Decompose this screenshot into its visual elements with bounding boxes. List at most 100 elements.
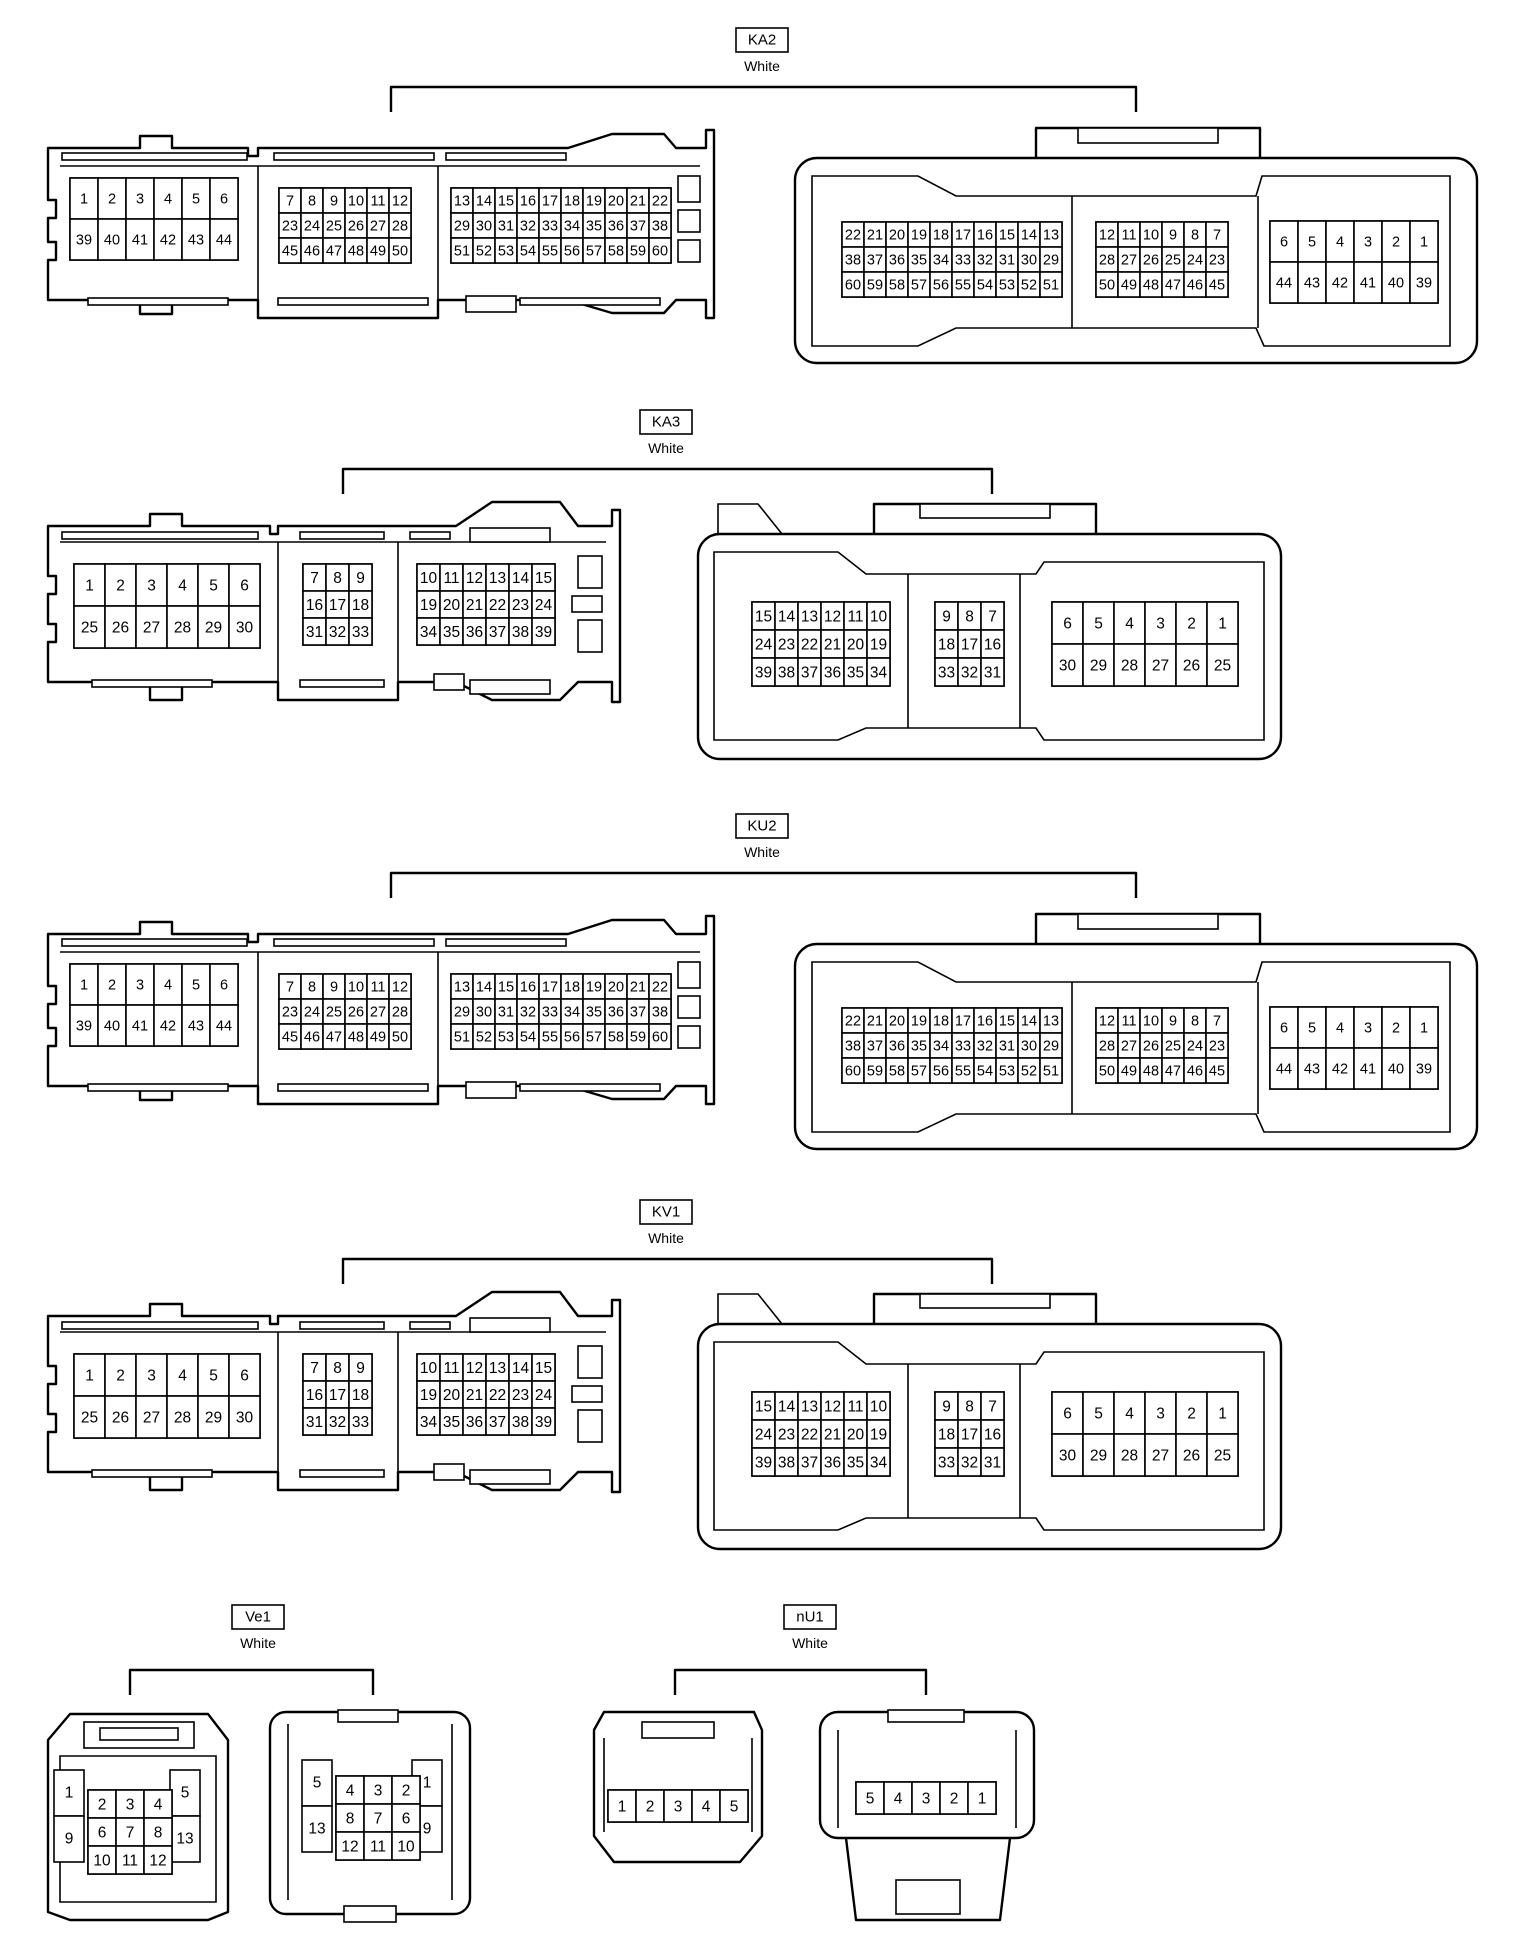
pin-label: 53 [999, 1064, 1015, 1080]
pin-label: 27 [1152, 658, 1169, 675]
housing-outline [793, 942, 1479, 1151]
pin-cell [153, 177, 183, 220]
pin-cell [1082, 643, 1115, 687]
pin-label: 8 [154, 1825, 163, 1842]
pin-label: 5 [181, 1785, 190, 1802]
latch-bar [469, 527, 551, 543]
housing-outline [592, 1710, 764, 1864]
pin-cell [115, 1817, 145, 1847]
pin-cell [939, 1781, 969, 1815]
pin-label: 2 [1187, 616, 1196, 633]
housing-corner [717, 1293, 783, 1325]
pin-label: 27 [370, 1005, 386, 1021]
pin-cell [228, 1395, 261, 1439]
side-slot [677, 175, 701, 203]
pin-label: 15 [498, 980, 514, 996]
pin-label: 6 [240, 578, 249, 595]
pin-label: 8 [965, 609, 974, 626]
connector-color: White [744, 844, 780, 860]
pin-label: 27 [1121, 1039, 1137, 1055]
pin-label: 16 [984, 1427, 1001, 1444]
latch-bar [299, 531, 385, 540]
pin-label: 3 [1364, 1021, 1372, 1037]
pin-label: 23 [282, 219, 298, 235]
pin-label: 5 [866, 1791, 875, 1808]
pin-label: 28 [1099, 1039, 1115, 1055]
pin-label: 18 [938, 637, 955, 654]
pin-label: 36 [466, 1414, 483, 1431]
pin-label: 24 [535, 597, 553, 614]
pin-label: 11 [443, 570, 459, 587]
pin-label: 47 [1165, 278, 1181, 294]
pin-label: 20 [847, 637, 865, 654]
pin-label: 39 [76, 233, 92, 249]
pin-label: 28 [392, 1005, 408, 1021]
pin-label: 33 [938, 665, 955, 682]
pin-label: 4 [346, 1783, 355, 1800]
pin-label: 7 [286, 980, 294, 996]
pin-label: 56 [564, 1030, 580, 1046]
pin-label: 28 [174, 620, 191, 637]
pin-label: 8 [333, 570, 342, 587]
pin-cell [1409, 220, 1439, 263]
pin-label: 22 [801, 637, 818, 654]
pin-label: 12 [824, 609, 841, 626]
housing-inner [811, 175, 1451, 347]
pin-cell [1205, 271, 1229, 298]
pin-label: 27 [1152, 1448, 1169, 1465]
latch-bar [61, 152, 248, 161]
pin-label: 14 [1021, 1014, 1037, 1030]
key-slot [895, 1879, 961, 1915]
latch-bar [469, 1469, 551, 1485]
pin-cell [69, 177, 99, 220]
pin-label: 21 [466, 1387, 483, 1404]
pin-label: 13 [308, 1821, 325, 1838]
pin-label: 3 [126, 1797, 135, 1814]
key-slot [465, 1081, 517, 1099]
pin-label: 23 [1209, 253, 1225, 269]
pin-label: 21 [867, 228, 883, 244]
pin-label: 22 [845, 228, 861, 244]
pin-label: 2 [646, 1799, 655, 1816]
pin-cell [391, 1803, 421, 1833]
pin-label: 32 [520, 219, 536, 235]
connector-bracket [341, 467, 994, 494]
pin-cell [648, 237, 672, 264]
pin-label: 21 [824, 1427, 841, 1444]
pin-label: 59 [630, 1030, 646, 1046]
pin-label: 17 [329, 597, 346, 614]
pin-label: 6 [220, 192, 228, 208]
pin-label: 7 [988, 1399, 997, 1416]
pin-label: 2 [116, 1368, 125, 1385]
pin-label: 1 [618, 1799, 627, 1816]
pin-label: 34 [933, 253, 949, 269]
connector-tag-box [639, 1199, 693, 1225]
pin-label: 39 [755, 1455, 772, 1472]
connector-bracket [389, 85, 1138, 112]
pin-label: 26 [1183, 1448, 1200, 1465]
pin-label: 4 [178, 578, 187, 595]
pin-label: 24 [1187, 253, 1203, 269]
pin-label: 40 [104, 1019, 120, 1035]
pin-cell [1205, 1057, 1229, 1084]
side-slot [577, 1345, 603, 1379]
pin-label: 60 [652, 244, 668, 260]
pin-label: 4 [164, 978, 172, 994]
pin-label: 32 [329, 624, 346, 641]
pin-label: 42 [1332, 1062, 1348, 1078]
housing-outline [46, 1712, 230, 1922]
pin-label: 26 [112, 1410, 129, 1427]
pin-label: 48 [348, 1030, 364, 1046]
pin-label: 12 [392, 194, 408, 210]
pin-label: 4 [164, 192, 172, 208]
pin-label: 20 [889, 1014, 905, 1030]
pin-label: 29 [1090, 658, 1107, 675]
housing-inner [603, 1738, 753, 1832]
latch-bar [87, 1083, 229, 1092]
pin-cell [228, 563, 261, 607]
pin-label: 23 [512, 597, 529, 614]
pin-cell [104, 1395, 137, 1439]
